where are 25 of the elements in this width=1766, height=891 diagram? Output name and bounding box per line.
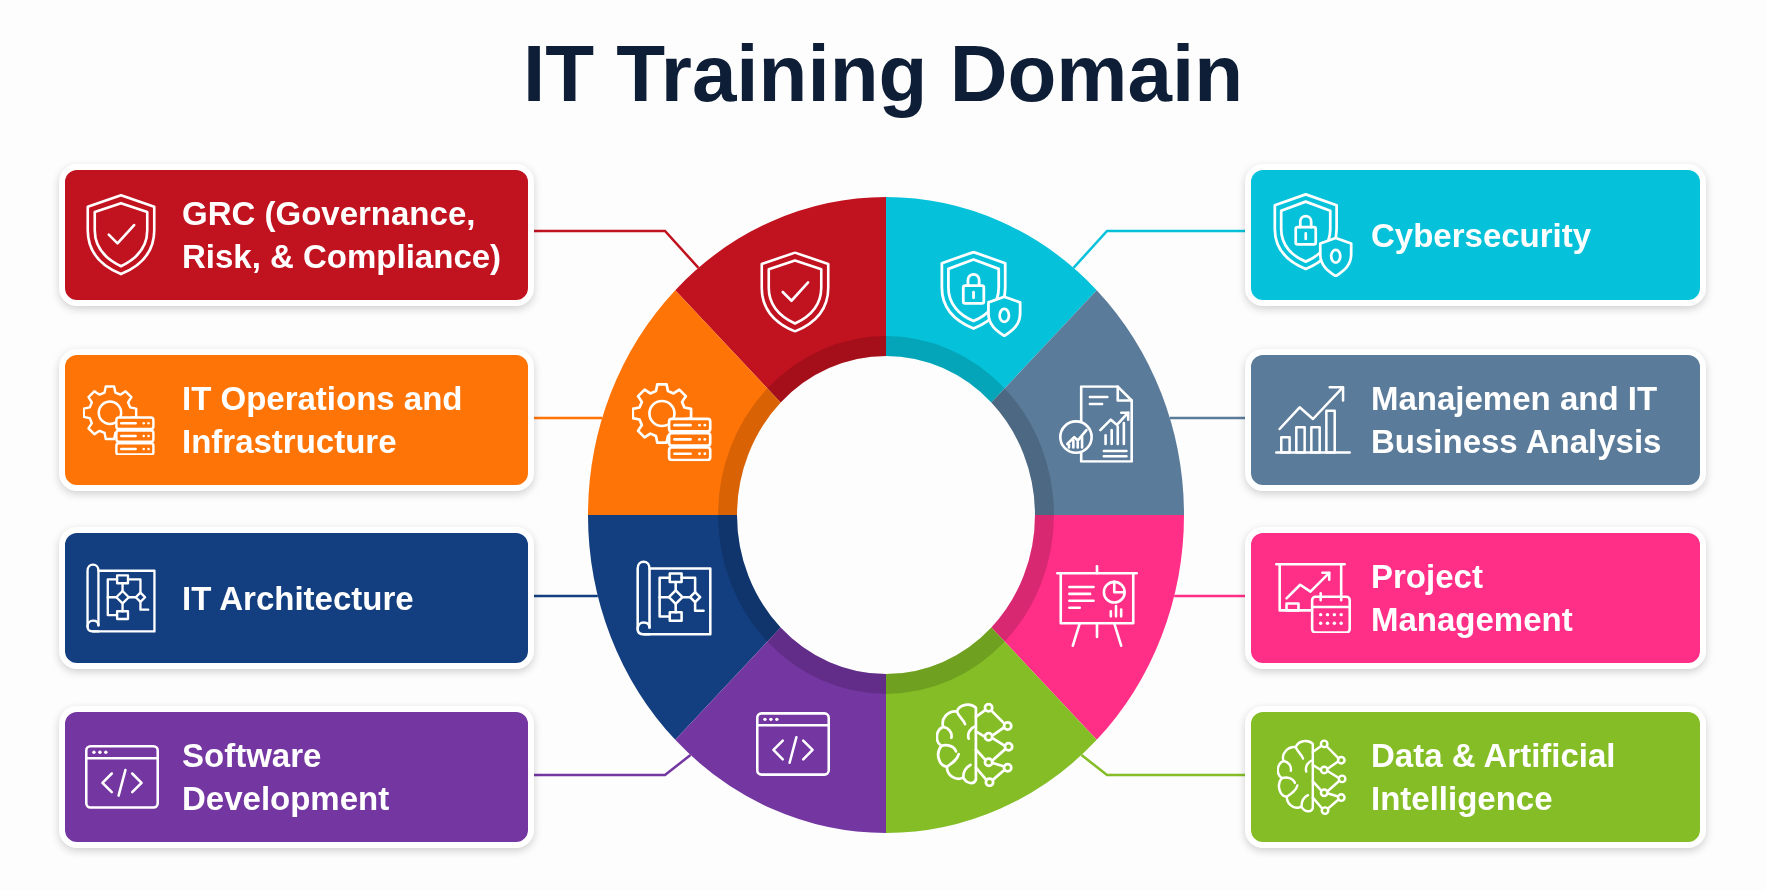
connector-line — [1072, 229, 1245, 269]
connector-line — [534, 754, 692, 777]
connector-line — [534, 594, 598, 598]
connector-line — [1169, 416, 1245, 420]
category-label: GRC (Governance, Risk, & Compliance) — [182, 194, 503, 277]
connector-line — [534, 416, 603, 420]
category-label: Manajemen and IT Business Analysis — [1371, 379, 1663, 462]
connector-line — [1080, 754, 1245, 777]
ring-segment — [886, 627, 1097, 833]
category-label: Software Development — [182, 736, 391, 819]
connector-line — [1174, 594, 1245, 598]
ring-segment — [991, 290, 1184, 515]
category-label: Data & Artificial Intelligence — [1371, 736, 1617, 819]
ring-segment — [588, 290, 781, 515]
category-label: IT Architecture — [182, 578, 415, 619]
ring-segment — [675, 197, 886, 403]
category-label: IT Operations and Infrastructure — [182, 379, 464, 462]
ring-segment — [588, 515, 781, 740]
category-label: Cybersecurity — [1371, 215, 1593, 256]
ring-segment — [886, 197, 1097, 403]
ring-segment — [991, 515, 1184, 740]
category-label: Project Management — [1371, 557, 1574, 640]
ring-segment — [675, 627, 886, 833]
title: IT Training Domain — [521, 28, 1244, 120]
connector-line — [534, 229, 700, 269]
